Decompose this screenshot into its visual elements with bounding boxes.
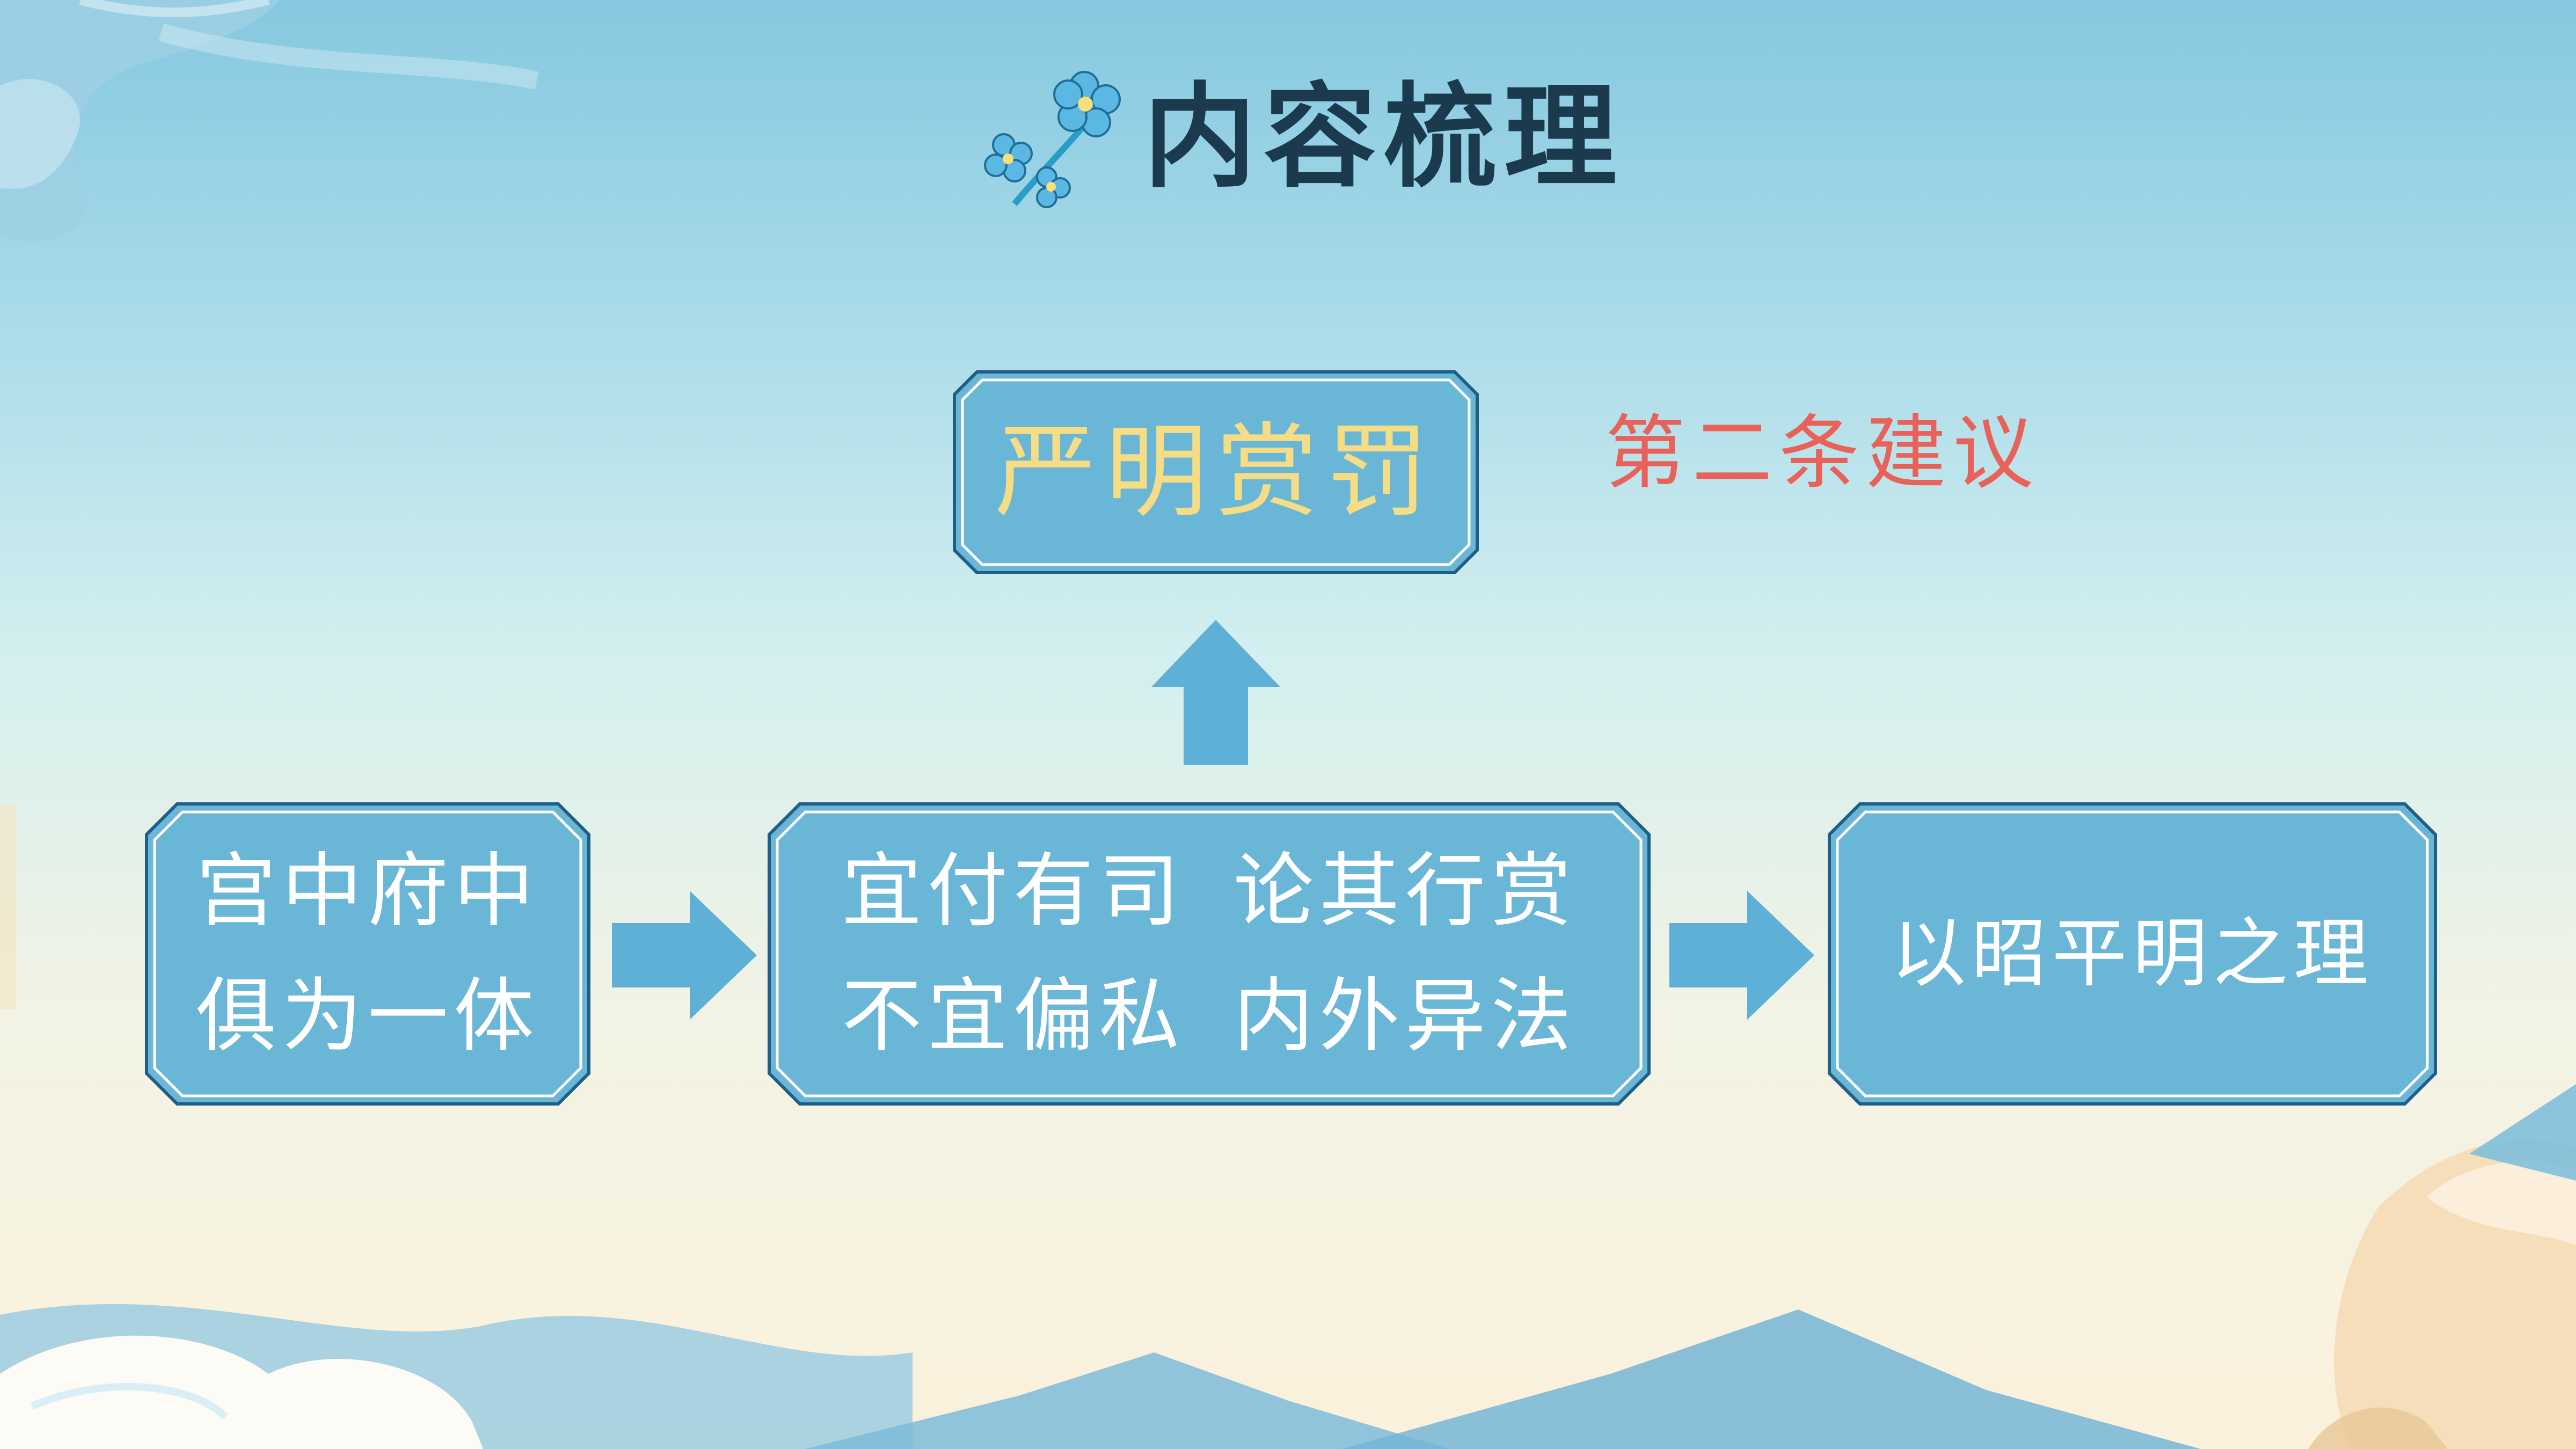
middle-box-line1a: 宜付有司 bbox=[841, 845, 1185, 938]
flower-icon bbox=[984, 71, 1121, 208]
side-note: 第二条建议 bbox=[1605, 407, 2040, 500]
middle-box-line1b: 论其行赏 bbox=[1233, 845, 1577, 938]
left-box-line1: 宫中府中 bbox=[195, 845, 539, 938]
arrow-up-icon bbox=[1151, 620, 1280, 765]
top-box: 严明赏罚 bbox=[953, 370, 1479, 574]
top-box-label: 严明赏罚 bbox=[994, 412, 1437, 531]
arrow-right-icon bbox=[612, 891, 757, 1020]
right-box-label: 以昭平明之理 bbox=[1891, 910, 2374, 998]
middle-box: 宜付有司论其行赏 不宜偏私内外异法 bbox=[768, 802, 1651, 1106]
middle-box-line2b: 内外异法 bbox=[1233, 969, 1577, 1063]
arrow-right-icon bbox=[1669, 891, 1814, 1020]
left-box-line2: 俱为一体 bbox=[195, 969, 539, 1063]
right-box: 以昭平明之理 bbox=[1828, 802, 2437, 1106]
page-title: 内容梳理 bbox=[1143, 70, 1625, 203]
middle-box-line2a: 不宜偏私 bbox=[841, 969, 1185, 1063]
left-box: 宫中府中 俱为一体 bbox=[145, 802, 590, 1106]
